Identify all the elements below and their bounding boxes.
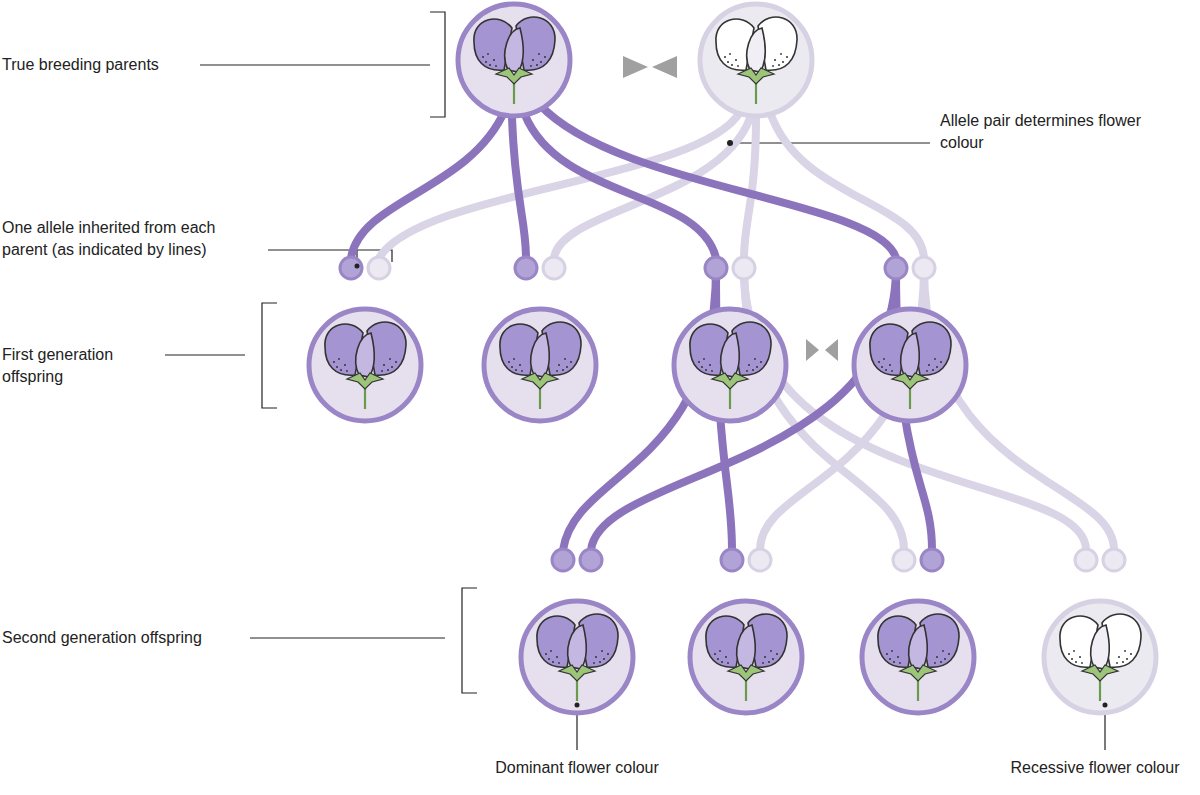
callout-label: One allele inherited from each parent (a… xyxy=(2,217,264,261)
callout-label: Allele pair determines flower colour xyxy=(940,110,1145,154)
parent-plants xyxy=(458,4,812,116)
recessive-ribbon xyxy=(770,112,924,258)
leader-line xyxy=(250,637,445,638)
cross-symbol xyxy=(623,56,677,78)
plant-circle xyxy=(1044,601,1156,713)
plant-circle xyxy=(862,601,974,713)
dominant-ribbon xyxy=(525,115,716,258)
leader-line xyxy=(165,354,245,355)
purple-flower xyxy=(537,614,618,701)
leader-dot xyxy=(355,264,360,269)
plant-circle xyxy=(309,309,421,421)
plant-circle xyxy=(674,309,786,421)
plant-circle xyxy=(690,601,802,713)
second-generation xyxy=(521,549,1156,713)
purple-flower xyxy=(878,614,959,701)
leader-dot xyxy=(575,703,580,708)
cross-symbol xyxy=(806,339,838,361)
purple-flower xyxy=(870,322,951,409)
leader-dot xyxy=(727,140,733,146)
recessive-ribbon xyxy=(744,268,1086,550)
allele-ribbons xyxy=(563,268,1114,550)
callout-label: Recessive flower colour xyxy=(995,757,1195,779)
plant-circle xyxy=(700,4,812,116)
generation-label: First generation offspring xyxy=(2,344,147,388)
plant-circle xyxy=(854,309,966,421)
generation-label: Second generation offspring xyxy=(2,627,247,649)
bracket xyxy=(430,12,445,117)
callout-label: Dominant flower colour xyxy=(467,757,687,779)
leader-dot xyxy=(1103,703,1108,708)
recessive-ribbon xyxy=(744,118,756,258)
purple-flower xyxy=(706,614,787,701)
plant-circle xyxy=(484,309,596,421)
leader-line xyxy=(200,64,430,65)
allele-dots xyxy=(340,257,935,279)
allele-ribbons xyxy=(351,105,924,258)
leader-line xyxy=(730,142,930,143)
dominant-ribbon xyxy=(540,105,896,258)
allele-dots xyxy=(552,549,1125,571)
purple-flower xyxy=(325,322,406,409)
recessive-ribbon xyxy=(924,268,1114,550)
dominant-ribbon xyxy=(591,268,896,550)
purple-flower xyxy=(690,322,771,409)
white-flower xyxy=(1060,614,1141,701)
plant-circle xyxy=(458,4,570,116)
white-flower xyxy=(716,17,797,104)
dominant-ribbon xyxy=(512,118,526,258)
purple-flower xyxy=(500,322,581,409)
dominant-ribbon xyxy=(351,110,505,258)
plant-circle xyxy=(521,601,633,713)
bracket xyxy=(462,588,477,693)
generation-label: True breeding parents xyxy=(2,54,197,76)
purple-flower xyxy=(474,17,555,104)
first-generation xyxy=(309,140,966,421)
bracket xyxy=(262,303,277,408)
